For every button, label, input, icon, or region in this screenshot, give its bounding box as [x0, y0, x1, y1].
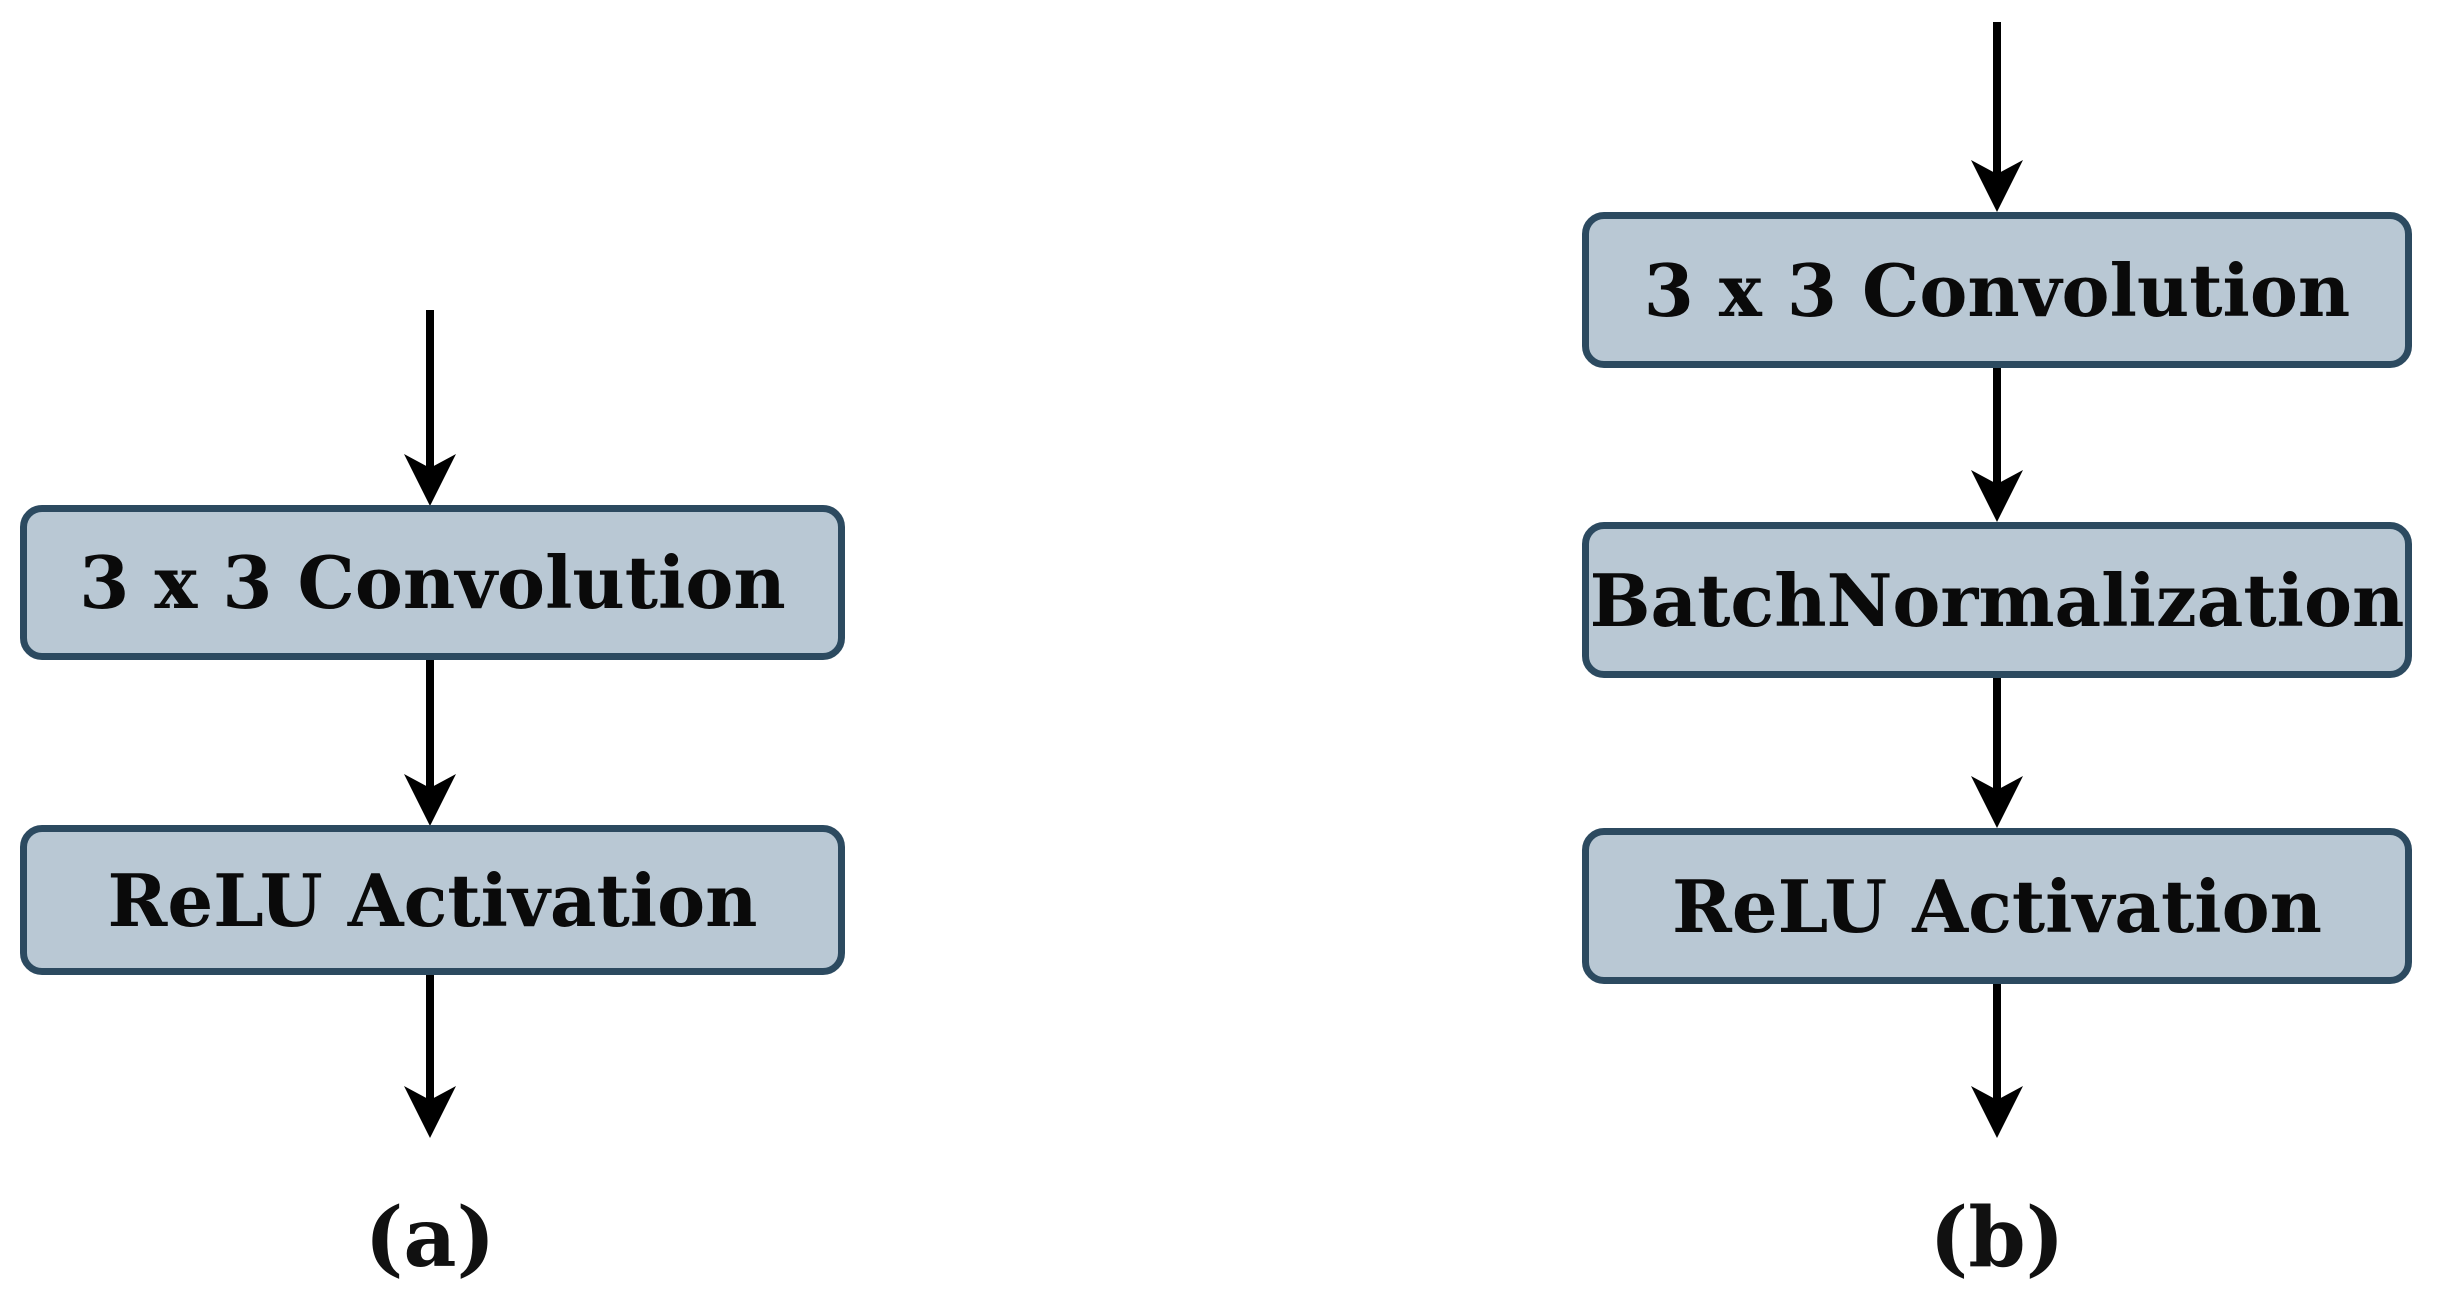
diagram-a-node-relu: ReLU Activation — [20, 825, 845, 975]
arrow-down-icon — [1967, 22, 2027, 212]
arrow-down-icon — [1967, 368, 2027, 522]
diagram-b-node-conv: 3 x 3 Convolution — [1582, 212, 2412, 368]
diagram-b-node-batchnorm: BatchNormalization — [1582, 522, 2412, 678]
node-label: ReLU Activation — [1672, 863, 2322, 949]
arrow-down-icon — [1967, 984, 2027, 1138]
arrow-down-icon — [400, 310, 460, 506]
arrow-down-icon — [400, 660, 460, 826]
diagram-a-caption: (a) — [364, 1190, 496, 1286]
node-label: ReLU Activation — [107, 857, 758, 943]
diagram-a-node-conv: 3 x 3 Convolution — [20, 505, 845, 660]
diagram-b-node-relu: ReLU Activation — [1582, 828, 2412, 984]
arrow-down-icon — [400, 975, 460, 1138]
node-label: 3 x 3 Convolution — [1643, 247, 2351, 333]
diagram-b-caption: (b) — [1929, 1190, 2065, 1286]
arrow-down-icon — [1967, 678, 2027, 828]
node-label: BatchNormalization — [1589, 557, 2405, 643]
node-label: 3 x 3 Convolution — [79, 540, 786, 625]
